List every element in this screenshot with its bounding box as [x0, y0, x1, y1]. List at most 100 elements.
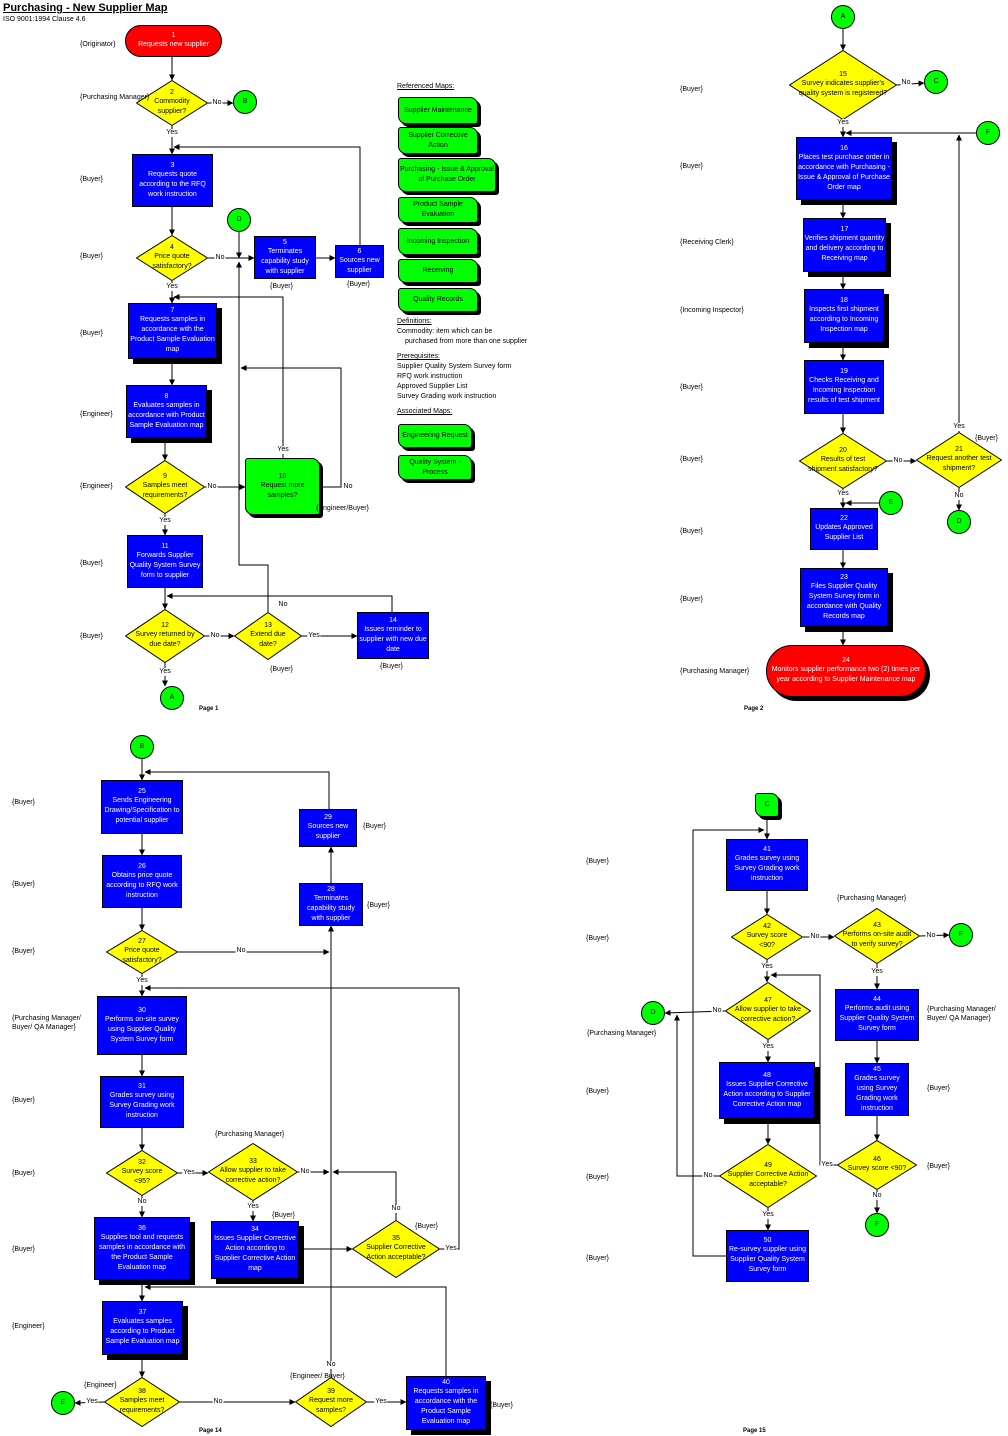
connector-label: A [840, 13, 846, 20]
step-text: Request more samples? [260, 481, 305, 499]
connector-c[interactable]: C [755, 793, 779, 817]
step-text: Requests samples in accordance with the … [130, 316, 215, 353]
referenced-map-link[interactable]: Quality Records [398, 288, 478, 312]
role-label: {Buyer} [975, 435, 998, 442]
role-label: {Buyer} [12, 948, 35, 955]
step-text: Issues Supplier Corrective Action accord… [723, 1080, 811, 1108]
edge-label-no: No [214, 254, 226, 262]
step-number: 10 [278, 472, 287, 480]
connector-b[interactable]: B [233, 90, 257, 114]
associated-map-link[interactable]: Quality System - Process [398, 455, 472, 480]
connector-f[interactable]: F [865, 1213, 889, 1237]
referenced-map-link[interactable]: Receiving [398, 259, 478, 283]
step-text: Checks Receiving and Incoming Inspection… [808, 377, 880, 404]
connector-c[interactable]: C [924, 70, 948, 94]
connector-d[interactable]: D [947, 510, 971, 534]
associated-map-link[interactable]: Engineering Request [398, 424, 472, 448]
connector-b[interactable]: B [130, 735, 154, 759]
connector-a[interactable]: A [160, 686, 184, 710]
referenced-map-label: Purchasing - Issue & Approval of Purchas… [400, 166, 494, 183]
connector-a[interactable]: A [831, 5, 855, 29]
edge-label-yes: Yes [952, 423, 966, 431]
referenced-map-link[interactable]: Supplier Corrective Action [398, 127, 478, 154]
referenced-map-link[interactable]: Product Sample Evaluation [398, 197, 478, 223]
referenced-map-link[interactable]: Incoming Inspection [398, 228, 478, 255]
step-text: Verifies shipment quantity and delivery … [804, 235, 885, 262]
connector-d[interactable]: D [641, 1001, 665, 1025]
connector-e[interactable]: E [879, 491, 903, 515]
connector-e[interactable]: E [51, 1391, 75, 1415]
edge-label-no: No [390, 1205, 402, 1213]
role-label: {Buyer} [80, 253, 103, 260]
connector-label: A [169, 694, 175, 701]
role-label: {Incoming Inspector} [680, 307, 744, 314]
referenced-map-link[interactable]: Supplier Maintenance [398, 97, 478, 124]
role-label: {Buyer} [270, 283, 293, 290]
connector-d[interactable]: D [227, 208, 251, 232]
connector-f[interactable]: F [976, 121, 1000, 145]
step-number: 7 [170, 307, 175, 314]
step-number: 44 [873, 996, 881, 1003]
step-text: Price quote satisfactory? [122, 947, 162, 964]
role-label: {Purchasing Manager} [215, 1131, 285, 1138]
step-number: 11 [161, 542, 169, 550]
step-number: 17 [840, 226, 849, 233]
role-label: {Buyer} [12, 881, 35, 888]
connector-f[interactable]: F [949, 923, 973, 947]
step-text: Survey score <95? [121, 1168, 163, 1185]
step-number: 15 [839, 71, 847, 78]
referenced-map-link[interactable]: Purchasing - Issue & Approval of Purchas… [398, 158, 496, 192]
edge-label-no: No [953, 492, 965, 500]
